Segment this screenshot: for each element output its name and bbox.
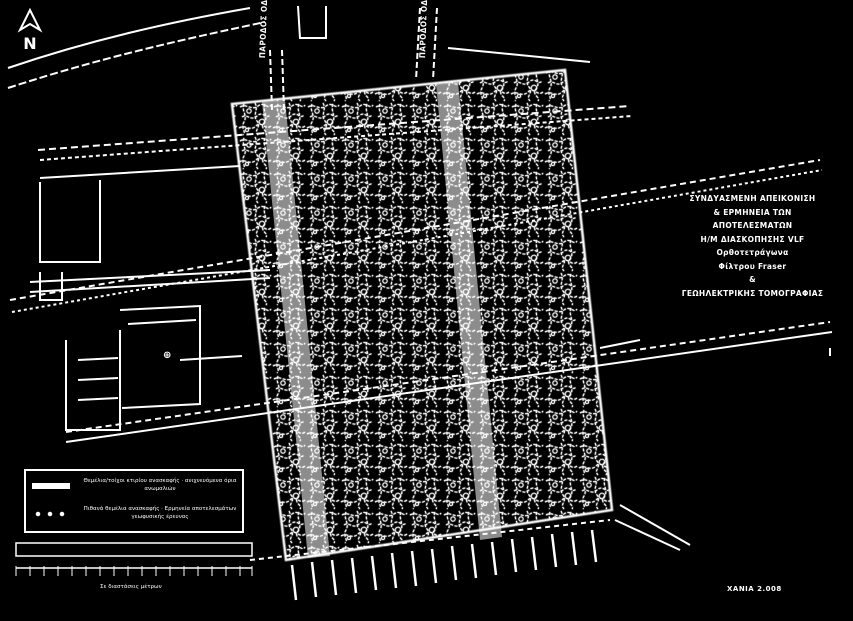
legend: Θεμέλια/τοίχοι κτιρίου ανασκαφής · ανιχν… [24, 469, 244, 533]
title-line: ΑΠΟΤΕΛΕΣΜΑΤΩΝ [712, 221, 793, 230]
solid-line-symbol [32, 483, 70, 489]
title-line: ΓΕΩΗΛΕΚΤΡΙΚΗΣ ΤΟΜΟΓΡΑΦΙΑΣ [681, 288, 824, 298]
legend-text: Θεμέλια/τοίχοι κτιρίου ανασκαφής · ανιχν… [83, 478, 237, 492]
north-label: N [23, 34, 36, 52]
building-symbol: ⊕ [163, 350, 172, 361]
profile-ticks [290, 529, 598, 601]
title-line: Η/Μ ΔΙΑΣΚΟΠΗΣΗΣ VLF [700, 234, 805, 244]
title-line: & ΕΡΜΗΝΕΙΑ ΤΩΝ [713, 207, 792, 217]
north-arrow-icon: N [17, 8, 43, 52]
left-buildings [39, 180, 243, 431]
legend-text: Πιθανά θεμέλια ανασκαφής · Ερμηνεία αποτ… [83, 506, 237, 520]
title-line: ΣΥΝΔΥΑΣΜΕΝΗ ΑΠΕΙΚΟΝΙΣΗ [689, 194, 816, 203]
survey-area [230, 68, 614, 562]
title-line: Φίλτρου Fraser [718, 261, 787, 271]
legend-row-dots: Πιθανά θεμέλια ανασκαφής · Ερμηνεία αποτ… [32, 505, 236, 525]
legend-row-solid: Θεμέλια/τοίχοι κτιρίου ανασκαφής · ανιχν… [32, 477, 236, 497]
title-line: & [749, 275, 756, 284]
dot-line-symbol [32, 511, 70, 517]
side-streets [269, 5, 591, 111]
curved-road [7, 7, 266, 89]
title-line: Ορθοτετράγωνα [716, 248, 789, 257]
drawing-id: ΧΑΝΙΑ 2.008 [727, 585, 782, 593]
scale-caption: Σε διαστάσεις μέτρων [100, 584, 162, 590]
map-title-block: ΣΥΝΔΥΑΣΜΕΝΗ ΑΠΕΙΚΟΝΙΣΗ & ΕΡΜΗΝΕΙΑ ΤΩΝ ΑΠ… [660, 192, 845, 300]
scale-bar [15, 542, 253, 576]
